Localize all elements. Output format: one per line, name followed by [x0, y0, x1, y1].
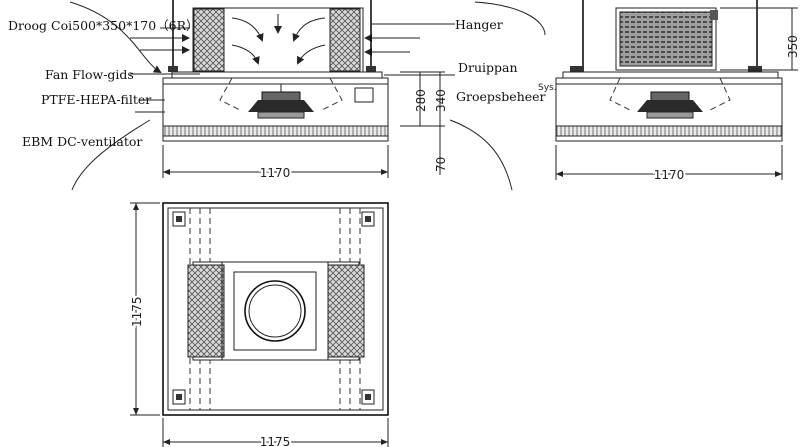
- fan-plate: [233, 271, 317, 351]
- fan-ring-outer: [244, 280, 306, 342]
- airflow-arrow: [292, 17, 326, 42]
- fan-ring-inner: [248, 284, 302, 338]
- airflow-arrow: [231, 44, 260, 65]
- drip-pan: [171, 71, 383, 79]
- side-elevation: 1170 350: [555, 0, 800, 184]
- fan-unit: [248, 84, 314, 119]
- label-fan: EBM DC-ventilator: [22, 134, 142, 149]
- flow-guide: [219, 77, 241, 111]
- fan-unit-side: [637, 91, 703, 119]
- hepa-filter-side: [555, 125, 783, 137]
- flow-guide: [321, 77, 343, 111]
- dim-front-h3: 70: [434, 157, 448, 172]
- hanger-clamp: [168, 66, 178, 72]
- filter-frame: [162, 135, 389, 142]
- dim-front-h1: 280: [414, 89, 428, 112]
- dim-plan-height: 1175: [130, 296, 144, 327]
- airflow-arrow: [474, 1, 546, 36]
- label-hepa: PTFE-HEPA-filter: [41, 92, 151, 107]
- dim-side-width: 1170: [654, 168, 685, 182]
- plan-inner: [167, 207, 384, 411]
- plan-coil-right: [327, 264, 365, 358]
- plan-view: 1175 1175: [128, 202, 389, 447]
- coil-connector: [710, 10, 718, 20]
- plan-outline: [162, 202, 389, 416]
- label-drip-pan: Druippan: [458, 60, 518, 75]
- airflow-arrow: [69, 1, 162, 74]
- label-fan-flow: Fan Flow-gids: [45, 67, 134, 82]
- dim-side-top: 350: [786, 35, 800, 58]
- coil-right: [329, 8, 361, 72]
- coil-left: [193, 8, 225, 72]
- hanger-clamp: [570, 66, 584, 74]
- label-hanger: Hanger: [455, 17, 503, 32]
- drip-pan-side: [562, 71, 779, 79]
- dim-front-h2: 340: [434, 89, 448, 112]
- airflow-arrow: [449, 119, 513, 191]
- fan-chamber: [221, 261, 329, 361]
- label-coil: Droog Coi500*350*170（6R）: [8, 18, 199, 33]
- dim-plan-width: 1175: [260, 435, 291, 447]
- hanger-clamp: [366, 66, 376, 72]
- label-group-control: Groepsbeheer: [456, 89, 546, 104]
- airflow-arrow: [231, 17, 264, 42]
- filter-frame: [555, 135, 783, 142]
- plan-coil-left: [187, 264, 225, 358]
- airflow-arrow: [297, 44, 326, 65]
- flow-guide: [709, 77, 731, 111]
- flow-guide: [609, 77, 631, 111]
- hepa-filter: [162, 125, 389, 137]
- control-box: [354, 87, 374, 103]
- front-elevation: 1170 280 340 70: [69, 0, 546, 191]
- airflow-arrow: [71, 119, 151, 191]
- corner-mount: [172, 211, 375, 405]
- dim-front-width: 1170: [260, 166, 291, 180]
- coil-fins: [619, 11, 713, 67]
